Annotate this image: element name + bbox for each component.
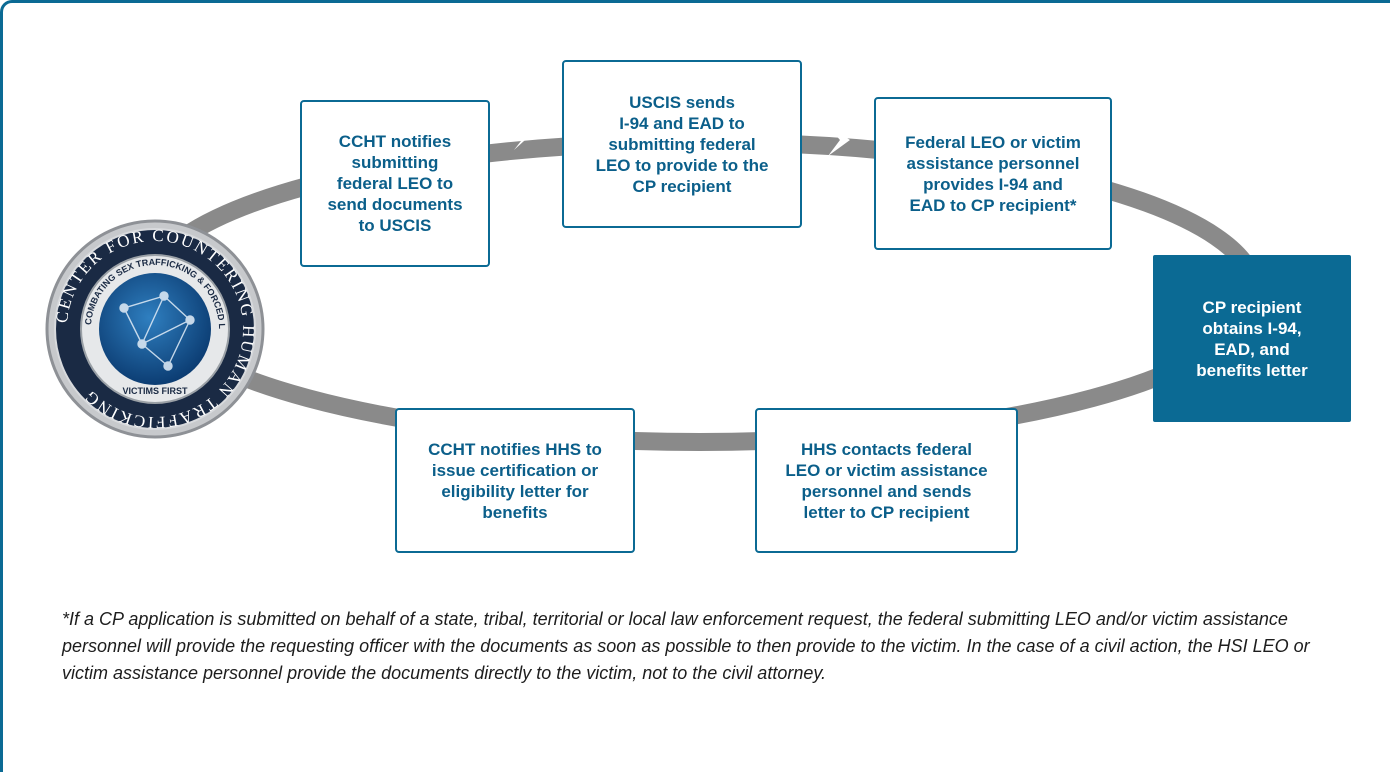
svg-text:VICTIMS FIRST: VICTIMS FIRST [123, 386, 189, 396]
ccht-seal-logo: CENTER FOR COUNTERING HUMAN TRAFFICKING … [44, 218, 265, 439]
flow-arrow [690, 466, 712, 496]
footnote: *If a CP application is submitted on beh… [62, 609, 1310, 683]
step-hhs-contacts: HHS contacts federal LEO or victim assis… [755, 408, 1018, 553]
step-notify-hhs: CCHT notifies HHS to issue certification… [395, 408, 635, 553]
step-notify-leo: CCHT notifies submitting federal LEO to … [300, 100, 490, 267]
flow-arrow [510, 118, 534, 150]
flow-arrow [826, 124, 850, 156]
step-leo-provides: Federal LEO or victim assistance personn… [874, 97, 1112, 250]
step-uscis-sends: USCIS sends I-94 and EAD to submitting f… [562, 60, 802, 228]
step-cp-obtains: CP recipient obtains I-94, EAD, and bene… [1153, 255, 1351, 422]
